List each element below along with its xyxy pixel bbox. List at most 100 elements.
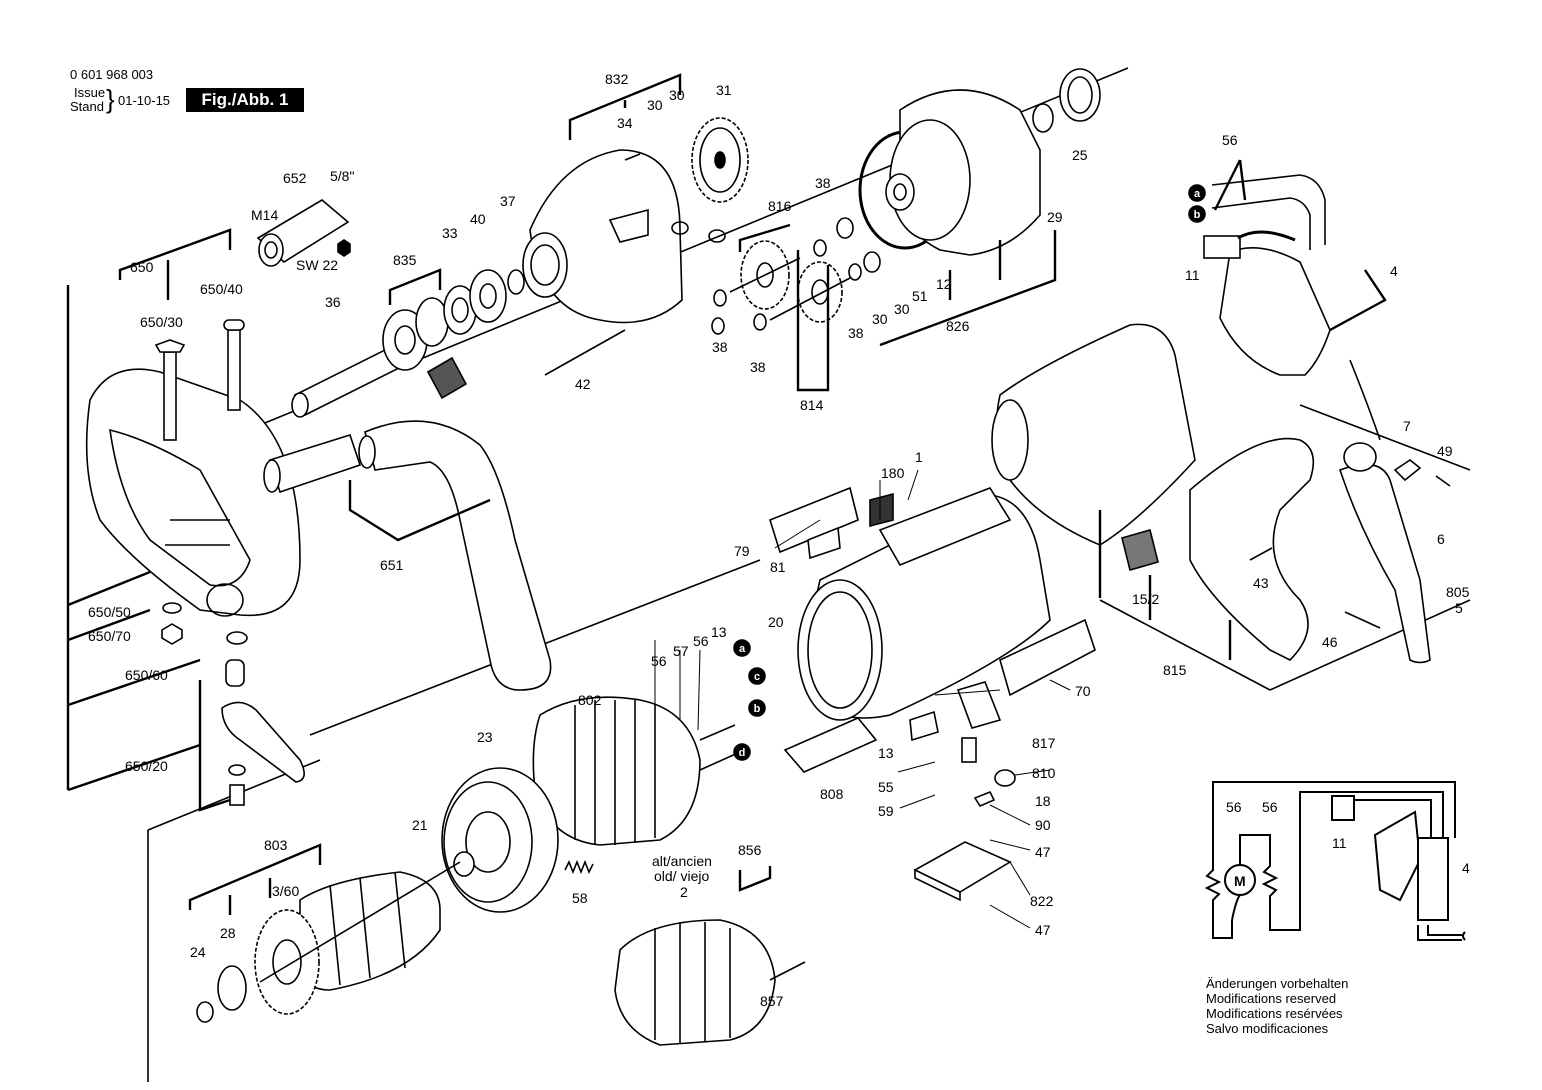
figure-label: Fig./Abb. 1 <box>186 88 304 112</box>
clamp-lever-650-20-icon <box>221 631 305 806</box>
wiring-label-11: 11 <box>1332 835 1347 851</box>
callout-old-line1: alt/ancien <box>652 853 712 869</box>
callout-38-c: 38 <box>750 359 766 375</box>
gear-cluster-816-icon <box>713 217 854 310</box>
issue-label: Issue <box>74 85 106 100</box>
callout-816: 816 <box>768 198 792 214</box>
motor-housing-1-icon <box>769 486 1051 721</box>
callout-180: 180 <box>881 465 905 481</box>
label-808-icon <box>783 717 878 773</box>
callout-30-b: 30 <box>669 87 685 103</box>
callout-835: 835 <box>393 252 417 268</box>
callout-810: 810 <box>1032 765 1056 781</box>
wiring-diagram <box>1204 781 1466 941</box>
callout-650-30: 650/30 <box>140 314 183 330</box>
callout-650-20: 650/20 <box>125 758 168 774</box>
callout-30-a: 30 <box>647 97 663 113</box>
callout-1: 1 <box>915 449 923 465</box>
armature-803-icon <box>196 861 461 1023</box>
callout-856: 856 <box>738 842 762 858</box>
cable-marker-b-label: b <box>1194 209 1201 221</box>
callout-56-b: 56 <box>651 653 667 669</box>
callout-47-a: 47 <box>1035 844 1051 860</box>
callout-650: 650 <box>130 259 154 275</box>
marker-a-label: a <box>739 643 746 655</box>
leader-lines <box>66 73 1387 915</box>
callout-808: 808 <box>820 786 844 802</box>
callout-23: 23 <box>477 729 493 745</box>
callout-25: 25 <box>1072 147 1088 163</box>
callout-832: 832 <box>605 71 629 87</box>
callout-650-40: 650/40 <box>200 281 243 297</box>
callout-51: 51 <box>912 288 928 304</box>
wiring-motor-label: M <box>1234 873 1246 889</box>
callout-40: 40 <box>470 211 486 227</box>
sleeve-652-icon <box>256 199 351 267</box>
callout-18: 18 <box>1035 793 1051 809</box>
callout-81: 81 <box>770 559 786 575</box>
callout-3-60: 3/60 <box>272 883 299 899</box>
callout-56-a: 56 <box>1222 132 1238 148</box>
callout-814: 814 <box>800 397 824 413</box>
brush-holder-817-icon <box>909 681 1016 808</box>
callout-34: 34 <box>617 115 633 131</box>
part-number: 0 601 968 003 <box>70 67 154 82</box>
callout-802: 802 <box>578 692 602 708</box>
spring-58-icon <box>564 859 594 875</box>
callout-21: 21 <box>412 817 428 833</box>
callout-90: 90 <box>1035 817 1051 833</box>
modification-notes: Änderungen vorbehalten Modifications res… <box>1206 976 1348 1036</box>
switch-4-icon <box>1203 174 1331 376</box>
callout-28: 28 <box>220 925 236 941</box>
callout-13-b: 13 <box>878 745 894 761</box>
wiring-label-56-right: 56 <box>1262 799 1278 815</box>
wiring-label-4: 4 <box>1462 860 1470 876</box>
side-handle-650-icon <box>85 319 301 645</box>
field-coil-802-icon <box>532 696 741 846</box>
bearing-21-icon <box>453 851 475 877</box>
callout-6: 6 <box>1437 531 1445 547</box>
gear-31-icon <box>691 117 749 203</box>
callout-31: 31 <box>716 82 732 98</box>
callout-46: 46 <box>1322 634 1338 650</box>
callout-57: 57 <box>673 643 689 659</box>
callout-651: 651 <box>380 557 404 573</box>
callout-650-60: 650/60 <box>125 667 168 683</box>
note-es: Salvo modificaciones <box>1206 1021 1329 1036</box>
callout-30-c: 30 <box>872 311 888 327</box>
callout-803: 803 <box>264 837 288 853</box>
callout-20: 20 <box>768 614 784 630</box>
callout-38-a: 38 <box>815 175 831 191</box>
bail-handle-651-icon <box>263 420 552 691</box>
callout-2: 2 <box>680 884 688 900</box>
marker-d-label: d <box>739 747 746 759</box>
callout-652: 652 <box>283 170 307 186</box>
callout-817: 817 <box>1032 735 1056 751</box>
callout-m14: M14 <box>251 207 278 223</box>
callout-15-2: 15/2 <box>1132 591 1159 607</box>
callout-5-8: 5/8" <box>330 168 354 184</box>
callout-822: 822 <box>1030 893 1054 909</box>
fan-baffle-23-icon <box>441 767 559 913</box>
handle-housing-815-icon <box>991 323 1381 661</box>
callout-old-line2: old/ viejo <box>654 868 709 884</box>
gear-housing-832-icon <box>522 149 726 376</box>
callout-30-d: 30 <box>894 301 910 317</box>
cord-guard-6-icon <box>1338 359 1451 664</box>
marker-b-label: b <box>754 703 761 715</box>
callout-38-b: 38 <box>712 339 728 355</box>
callout-38-d: 38 <box>848 325 864 341</box>
callout-70: 70 <box>1075 683 1091 699</box>
wiring-label-56-left: 56 <box>1226 799 1242 815</box>
note-fr: Modifications resérvées <box>1206 1006 1343 1021</box>
marker-c-label: c <box>754 671 760 683</box>
callout-7: 7 <box>1403 418 1411 434</box>
callout-37: 37 <box>500 193 516 209</box>
spindle-36-icon <box>291 269 525 418</box>
callout-55: 55 <box>878 779 894 795</box>
intermediate-flange-826-icon <box>858 68 1101 256</box>
callout-58: 58 <box>572 890 588 906</box>
callout-5: 5 <box>1455 600 1463 616</box>
callout-43: 43 <box>1253 575 1269 591</box>
